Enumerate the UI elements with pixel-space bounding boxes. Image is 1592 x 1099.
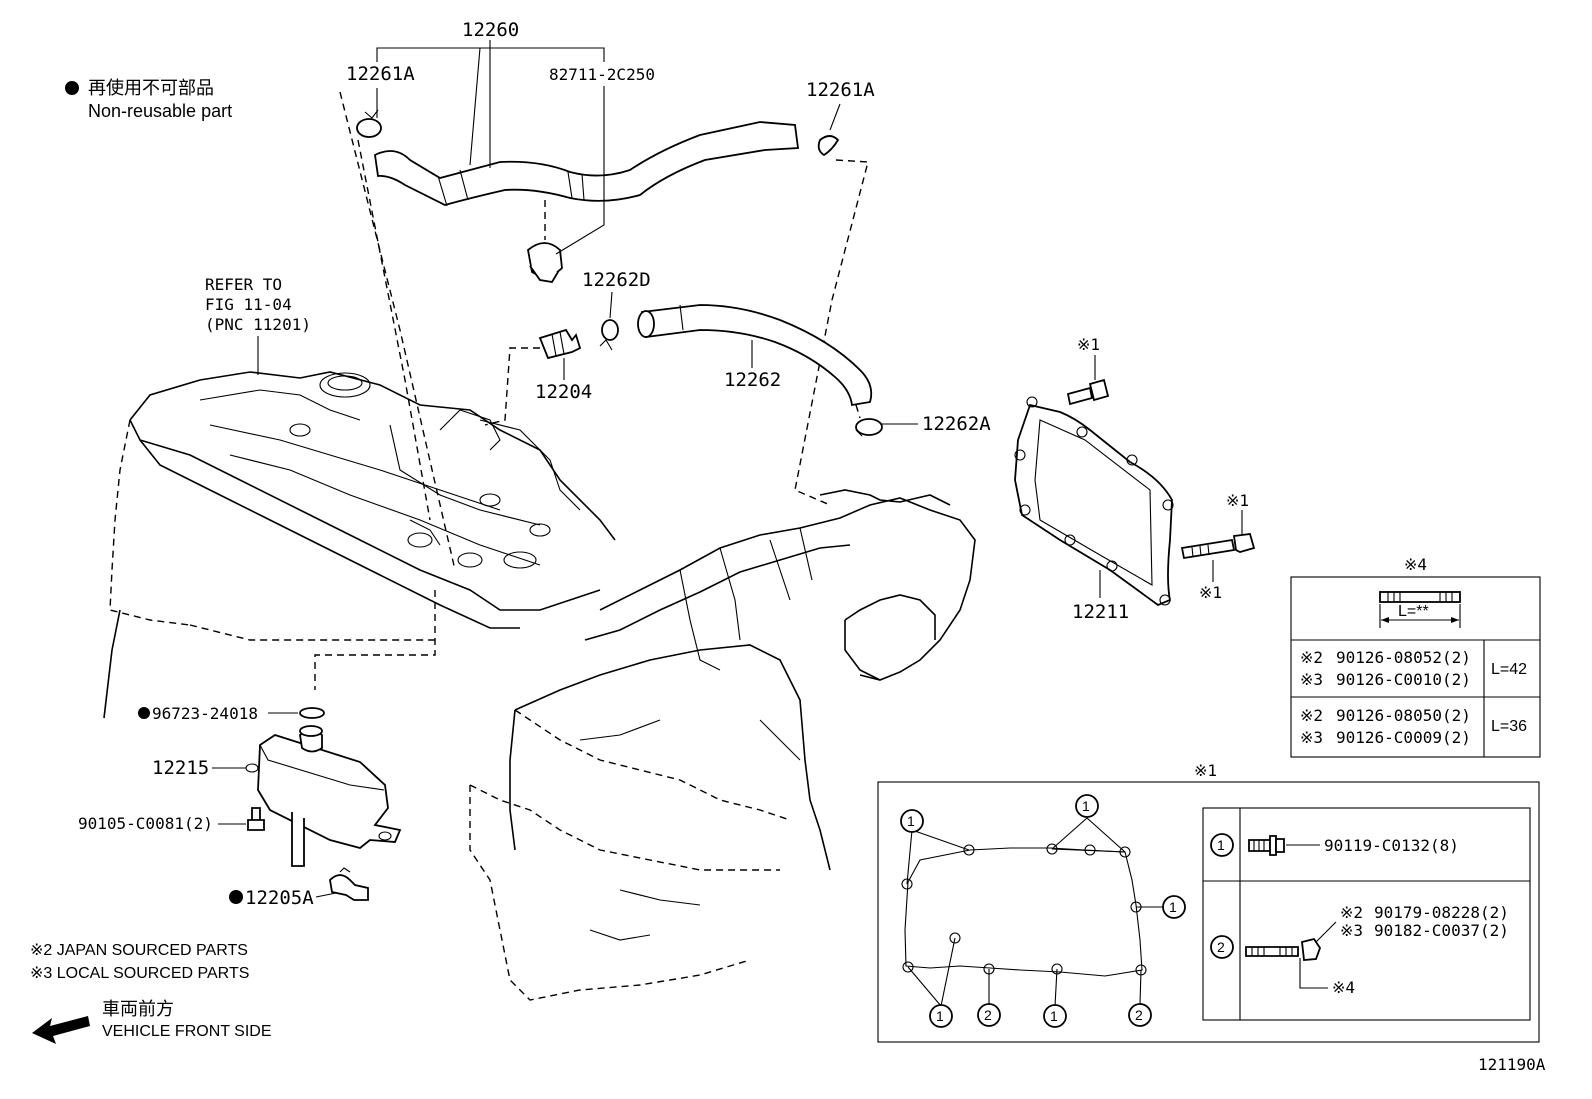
- stud-row1-part-a: 90126-08052(2): [1336, 648, 1471, 667]
- refer-line2: FIG 11-04: [205, 295, 292, 314]
- stud-length-icon: [1379, 591, 1461, 628]
- bolt-item1-part: 90119-C0132(8): [1324, 836, 1459, 855]
- refer-line3: (PNC 11201): [205, 315, 311, 334]
- circle-label-1-icon: 1: [1162, 895, 1186, 919]
- label-12260: 12260: [462, 19, 519, 41]
- label-12262D: 12262D: [582, 269, 651, 291]
- mark-x1-stud: ※1: [1199, 583, 1222, 602]
- label-12204: 12204: [535, 381, 592, 403]
- legend-front-direction: 車両前方 VEHICLE FRONT SIDE: [32, 999, 272, 1044]
- svg-text:2: 2: [984, 1007, 992, 1023]
- label-12261A-right: 12261A: [806, 79, 875, 101]
- oil-separator-12215-drawing: [245, 725, 402, 867]
- bolt-layout-box: 1 1 1 1 2 1 2 1 2 90119-C0132(8): [877, 781, 1540, 1043]
- nonreusable-dot-icon: [65, 81, 79, 95]
- stud-length-label: L=**: [1398, 603, 1429, 620]
- stud-row2-mark-b: ※3: [1300, 728, 1323, 747]
- bolt-item2-ref: ※4: [1332, 978, 1355, 997]
- clamp-82711-drawing: [527, 200, 563, 283]
- mark-x1-top: ※1: [1077, 335, 1100, 354]
- legend-nonreusable-jp: 再使用不可部品: [88, 78, 214, 98]
- air-intake-drawing: [469, 489, 976, 1001]
- circle-label-2-icon: 2: [1210, 935, 1234, 959]
- legend-nonreusable-en: Non-reusable part: [88, 101, 232, 121]
- circle-label-1-icon: 1: [1210, 833, 1234, 857]
- stud-nut-icon: [1245, 937, 1322, 961]
- refer-to-note: REFER TO FIG 11-04 (PNC 11201): [205, 275, 311, 375]
- stud-row1-part-b: 90126-C0010(2): [1336, 670, 1471, 689]
- hose-12262-drawing: [637, 304, 883, 437]
- clamp-12205A-drawing: [329, 867, 369, 901]
- bolt-item2-mark-a: ※2: [1340, 903, 1363, 922]
- flange-bolt-icon: [1248, 835, 1285, 856]
- label-12215: 12215: [152, 757, 209, 779]
- label-12205A: 12205A: [245, 887, 314, 909]
- circle-label-1-icon: 1: [1075, 794, 1099, 818]
- engine-cylinder-head-drawing: [103, 371, 616, 719]
- legend-nonreusable: 再使用不可部品 Non-reusable part: [65, 78, 232, 121]
- legend-front-en: VEHICLE FRONT SIDE: [102, 1023, 272, 1040]
- label-12211: 12211: [1072, 601, 1129, 623]
- stud-row1-mark-a: ※2: [1300, 648, 1323, 667]
- figure-id: 121190A: [1478, 1055, 1546, 1074]
- nonreusable-dot-icon: [229, 890, 243, 904]
- circle-label-1-icon: 1: [929, 1004, 953, 1028]
- svg-text:1: 1: [936, 1008, 944, 1024]
- legend-sourcing: ※2 JAPAN SOURCED PARTS ※3 LOCAL SOURCED …: [30, 942, 249, 982]
- label-90105-C0081: 90105-C0081(2): [78, 814, 213, 833]
- svg-text:1: 1: [1169, 899, 1177, 915]
- refer-line1: REFER TO: [205, 275, 282, 294]
- front-arrow-icon: [32, 1016, 90, 1044]
- bolt-item2-part-b: 90182-C0037(2): [1374, 921, 1509, 940]
- label-82711-2C250: 82711-2C250: [549, 65, 655, 84]
- stud-x1-right-drawing: [1180, 533, 1256, 560]
- stud-row2-length: L=36: [1491, 718, 1527, 735]
- bolt-x1-top-drawing: [1066, 378, 1110, 406]
- circle-label-1-icon: 1: [1043, 1004, 1067, 1028]
- label-12262A: 12262A: [922, 413, 991, 435]
- pcv-valve-12204-drawing: [538, 319, 619, 360]
- legend-front-jp: 車両前方: [102, 999, 174, 1019]
- bolt-item2-mark-b: ※3: [1340, 921, 1363, 940]
- bolt-item2-part-a: 90179-08228(2): [1374, 903, 1509, 922]
- gasket-12211-drawing: [1014, 396, 1174, 607]
- stud-length-table: L=** ※2 90126-08052(2) ※3 90126-C0010(2)…: [1290, 576, 1541, 758]
- circle-label-2-icon: 2: [1128, 1003, 1152, 1027]
- svg-text:2: 2: [1217, 939, 1225, 955]
- circle-label-1-icon: 1: [900, 809, 924, 833]
- mark-x1-box: ※1: [1194, 761, 1217, 780]
- svg-text:2: 2: [1135, 1007, 1143, 1023]
- circle-label-2-icon: 2: [977, 1003, 1001, 1027]
- stud-row2-part-a: 90126-08050(2): [1336, 706, 1471, 725]
- mark-x1-nut: ※1: [1226, 491, 1249, 510]
- mark-x4-title: ※4: [1404, 555, 1427, 574]
- svg-text:1: 1: [1050, 1008, 1058, 1024]
- legend-local-sourced: ※3 LOCAL SOURCED PARTS: [30, 965, 249, 982]
- svg-text:1: 1: [1082, 798, 1090, 814]
- oring-96723-drawing: [299, 707, 325, 719]
- label-12261A-left: 12261A: [346, 63, 415, 85]
- stud-row1-length: L=42: [1491, 661, 1527, 678]
- stud-row2-mark-a: ※2: [1300, 706, 1323, 725]
- label-96723-24018: 96723-24018: [152, 704, 258, 723]
- nonreusable-dot-icon: [138, 707, 150, 719]
- label-12262: 12262: [724, 369, 781, 391]
- label-12260-group: [376, 40, 605, 255]
- legend-japan-sourced: ※2 JAPAN SOURCED PARTS: [30, 942, 248, 959]
- bolt-90105-drawing: [247, 807, 265, 831]
- hose-12260-drawing: [356, 109, 840, 207]
- stud-row1-mark-b: ※3: [1300, 670, 1323, 689]
- stud-row2-part-b: 90126-C0009(2): [1336, 728, 1471, 747]
- svg-text:1: 1: [907, 813, 915, 829]
- svg-text:1: 1: [1217, 837, 1225, 853]
